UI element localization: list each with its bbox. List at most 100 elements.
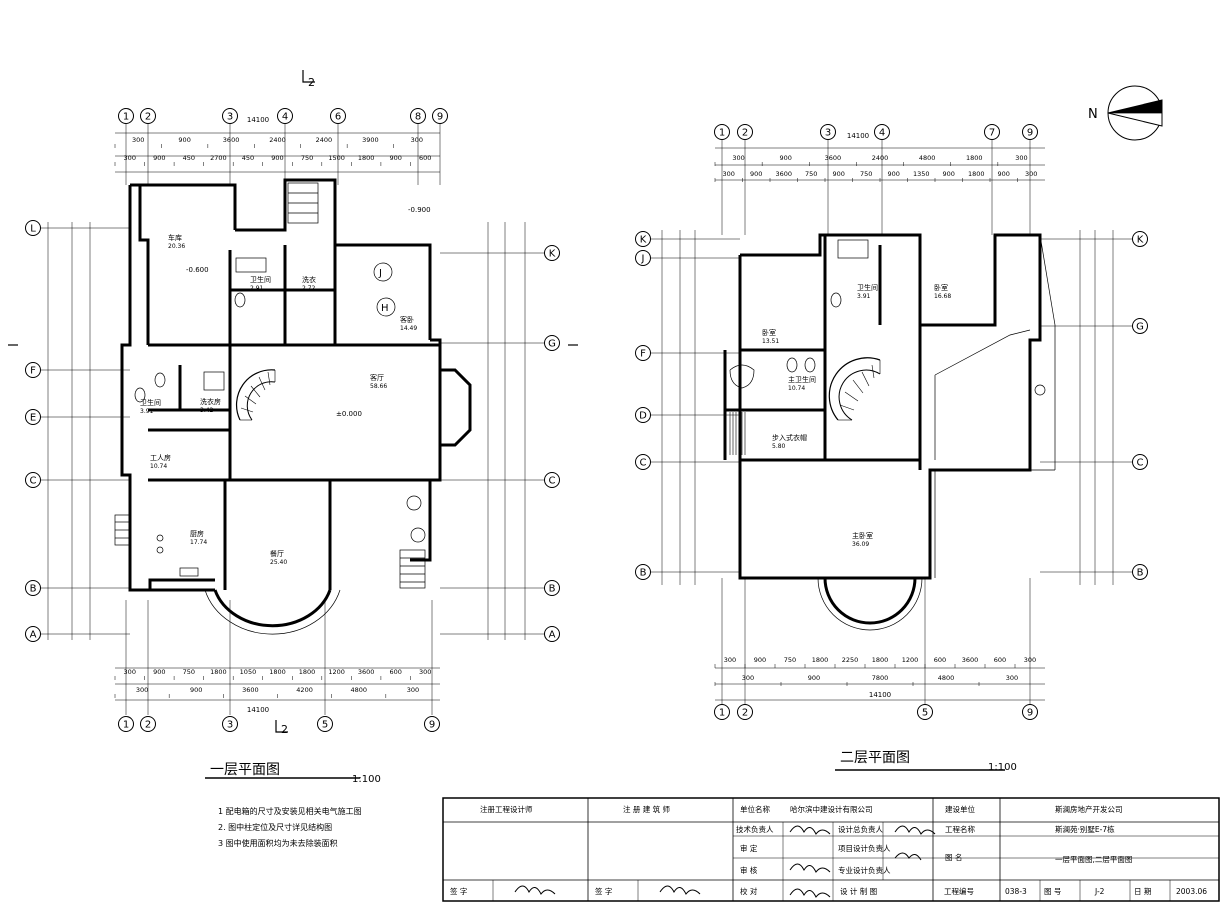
p2-axis-left-2: F <box>635 345 651 361</box>
plan2-room-name-0: 卧室 <box>762 328 776 337</box>
p2-dim-bot1-5: 1800 <box>872 656 889 664</box>
tb-date: 2003.06 <box>1176 887 1207 896</box>
p2-axis-bottom-0: 1 <box>714 704 730 720</box>
title-block-frame <box>442 797 1220 902</box>
p2-axis-top-3-label: 4 <box>879 128 885 139</box>
p1-dim-bot1-8: 3600 <box>358 668 375 676</box>
p1-axis-bottom-1-label: 2 <box>145 720 151 731</box>
p2-axis-bottom-3: 9 <box>1022 704 1038 720</box>
p1-axis-top-1-label: 2 <box>145 112 151 123</box>
p1-dim-bot2-4: 4800 <box>350 686 367 694</box>
p1-axis-left-3-label: C <box>30 476 37 487</box>
p1-dim-top1-6: 300 <box>411 136 423 144</box>
p2-dim-top2-2: 3600 <box>775 170 792 178</box>
plan2-drawing <box>650 85 1163 771</box>
p1-dim-top2-9: 900 <box>389 154 401 162</box>
p1-dim-top1-0: 300 <box>132 136 144 144</box>
p2-dim-bot1-10: 300 <box>1024 656 1036 664</box>
plan1-drawing: J H <box>8 70 578 779</box>
p1-axis-bottom-3: 5 <box>317 716 333 732</box>
p1-axis-top-4: 6 <box>330 108 346 124</box>
p2-axis-left-4: C <box>635 454 651 470</box>
p1-dim-bot2-2: 3600 <box>242 686 259 694</box>
signature-2 <box>659 885 701 895</box>
p2-dim-top1-6: 300 <box>1015 154 1027 162</box>
plan1-title: 一层平面图 <box>210 762 280 778</box>
p1-dim-bot1-6: 1800 <box>299 668 316 676</box>
tb-project-no: 038-3 <box>1005 887 1027 896</box>
plan2-room-name-3: 主卫生间 <box>788 375 816 384</box>
plan1-room-name-9: 餐厅 <box>270 549 284 558</box>
p1-dim-top1-2: 3600 <box>223 136 240 144</box>
p2-dim-top2-8: 900 <box>943 170 955 178</box>
p1-dim-bot1-0: 300 <box>124 668 136 676</box>
p2-dim-top1-5: 1800 <box>966 154 983 162</box>
plan2-room-area-5: 36.09 <box>852 541 869 548</box>
p1-axis-right-0-label: K <box>549 249 556 260</box>
p2-axis-bottom-1-label: 2 <box>742 708 748 719</box>
tb-design-lead: 设计总负责人 <box>838 824 883 834</box>
plan2-room-name-2: 卧室 <box>934 283 948 292</box>
p1-axis-right-1: G <box>544 335 560 351</box>
p2-dim-top2-4: 900 <box>833 170 845 178</box>
p2-dim-top1-0: 300 <box>732 154 744 162</box>
plan1-room-name-5: 卫生间 <box>140 398 161 407</box>
signature-3 <box>789 825 831 835</box>
note-1: 1 配电箱的尺寸及安装见相关电气施工图 <box>218 806 362 816</box>
p1-dim-bot1-1: 900 <box>153 668 165 676</box>
p2-axis-top-3: 4 <box>874 124 890 140</box>
p2-axis-bottom-1: 2 <box>737 704 753 720</box>
plan1-room-area-1: 2.91 <box>250 285 264 292</box>
p1-axis-bottom-0-label: 1 <box>123 720 129 731</box>
p2-axis-top-4-label: 7 <box>989 128 995 139</box>
signature-5 <box>789 863 831 873</box>
p2-dim-top1-3: 2400 <box>872 154 889 162</box>
section-mark-bottom: 2 <box>281 723 288 736</box>
plan2-room-area-2: 16.68 <box>934 293 951 300</box>
p1-dim-top2-1: 900 <box>153 154 165 162</box>
plan2-scale: 1:100 <box>988 762 1017 773</box>
svg-text:H: H <box>381 303 389 314</box>
p1-axis-left-0: L <box>25 220 41 236</box>
plan1-room-name-4: 客厅 <box>370 373 384 382</box>
plan2-room-area-1: 3.91 <box>857 293 871 300</box>
plan2-title: 二层平面图 <box>840 750 910 766</box>
tb-drawing-no: J-2 <box>1094 887 1105 896</box>
p1-axis-top-0: 1 <box>118 108 134 124</box>
tb-drawing-name-label: 图 名 <box>945 852 962 862</box>
p1-axis-bottom-2-label: 3 <box>227 720 233 731</box>
p1-dim-bot2-3: 4200 <box>296 686 313 694</box>
note-3: 3 图中使用面积均为未去除装面积 <box>218 838 338 848</box>
p2-axis-left-0-label: K <box>640 235 647 246</box>
p2-dim-top1-4: 4800 <box>919 154 936 162</box>
p2-axis-top-2: 3 <box>820 124 836 140</box>
tb-client-label: 建设单位 <box>945 804 975 814</box>
tb-reg-engineer: 注册工程设计师 <box>480 804 533 814</box>
p1-axis-right-1-label: G <box>548 339 556 350</box>
tb-client: 斯澜房地产开发公司 <box>1055 804 1123 814</box>
p1-dim-top2-6: 750 <box>301 154 313 162</box>
plan1-room-name-1: 卫生间 <box>250 275 271 284</box>
p1-dim-top2-0: 300 <box>124 154 136 162</box>
p2-dim-bot2-4: 300 <box>1006 674 1018 682</box>
p1-axis-left-4-label: B <box>30 584 37 595</box>
svg-text:J: J <box>378 268 382 279</box>
plan1-room-area-8: 17.74 <box>190 539 207 546</box>
p1-axis-left-1-label: F <box>30 366 36 377</box>
p1-dim-bot1-4: 1050 <box>240 668 257 676</box>
p1-dim-bot2-1: 900 <box>190 686 202 694</box>
p1-axis-right-3-label: B <box>549 584 556 595</box>
p2-dim-bot1-0: 300 <box>724 656 736 664</box>
plan2-room-name-1: 卫生间 <box>857 283 878 292</box>
p2-axis-right-2-label: C <box>1137 458 1144 469</box>
p1-dim-bot1-3: 1800 <box>210 668 227 676</box>
p1-axis-bottom-0: 1 <box>118 716 134 732</box>
p1-axis-bottom-1: 2 <box>140 716 156 732</box>
p2-axis-left-4-label: C <box>640 458 647 469</box>
p2-axis-left-5-label: B <box>640 568 647 579</box>
p1-axis-top-5-label: 8 <box>415 112 421 123</box>
